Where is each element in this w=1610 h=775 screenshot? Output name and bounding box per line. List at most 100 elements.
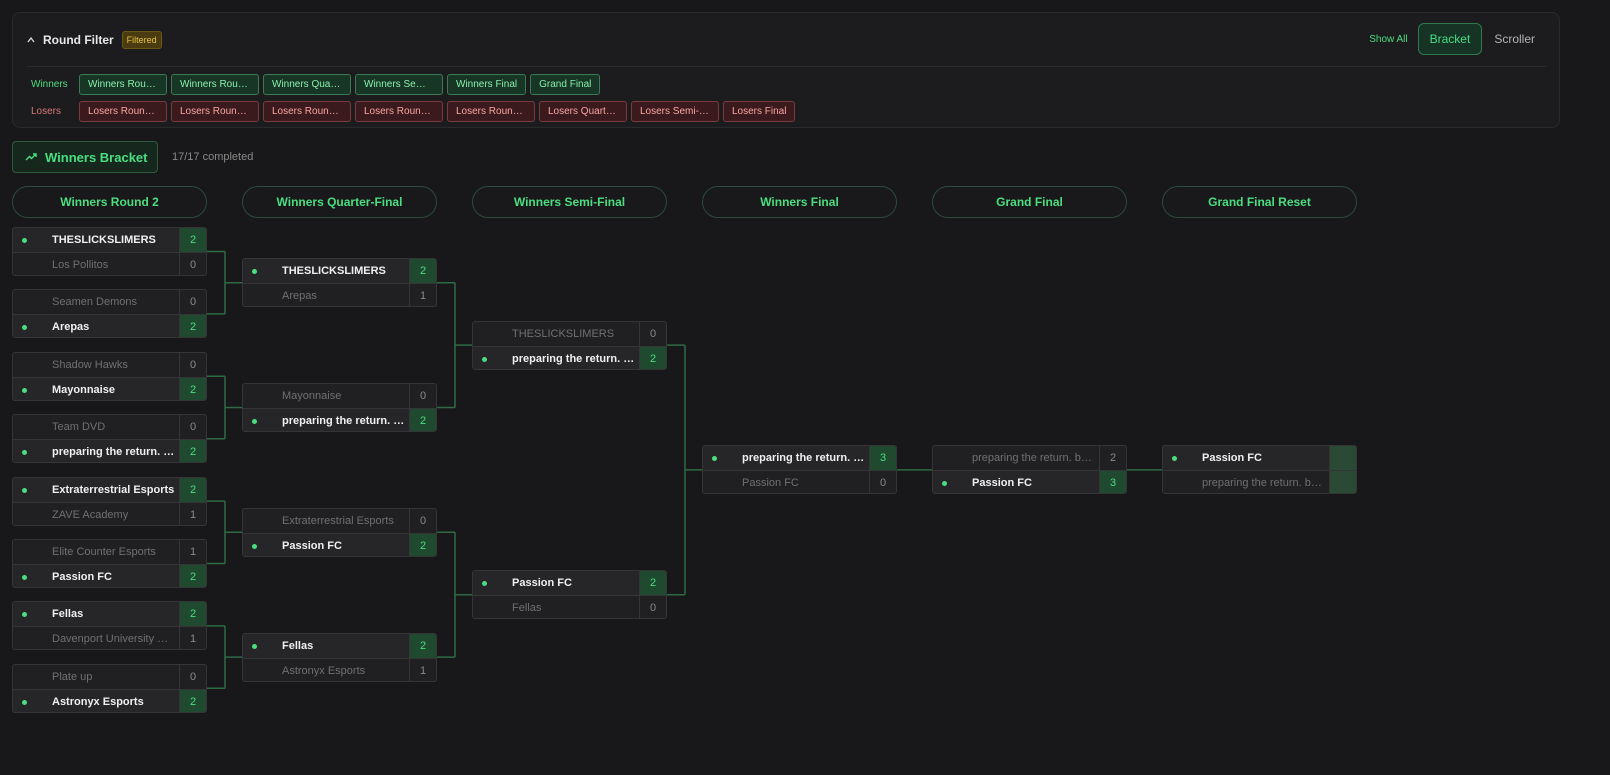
losers-round-chip[interactable]: Losers Round 5 bbox=[447, 101, 535, 122]
team-name: Passion FC bbox=[1202, 452, 1262, 465]
team-score: 1 bbox=[409, 284, 436, 307]
match-card[interactable]: preparing the return. be right back2Pass… bbox=[932, 445, 1127, 495]
winners-round-chip[interactable]: Grand Final bbox=[530, 74, 601, 95]
team-score: 3 bbox=[869, 446, 896, 471]
team-name: Los Pollitos bbox=[52, 259, 109, 271]
winner-dot-icon bbox=[22, 699, 27, 705]
winners-bracket-tab[interactable]: Winners Bracket bbox=[12, 141, 158, 173]
winners-row-label: Winners bbox=[31, 79, 68, 90]
team-name: Mayonnaise bbox=[52, 383, 115, 396]
trending-up-icon bbox=[25, 153, 37, 161]
losers-round-chip[interactable]: Losers Round 2 bbox=[171, 101, 259, 122]
team-score: 2 bbox=[639, 346, 666, 369]
team-slot[interactable]: preparing the return. be right back2 bbox=[473, 345, 666, 369]
winner-dot-icon bbox=[482, 356, 487, 362]
team-score: 2 bbox=[639, 571, 666, 596]
team-slot[interactable]: preparing the return. be right back2 bbox=[933, 446, 1126, 471]
winner-dot-icon bbox=[22, 325, 27, 331]
team-name: Team DVD bbox=[52, 421, 106, 434]
winners-round-chip[interactable]: Winners Round 3 bbox=[171, 74, 259, 95]
losers-round-chip[interactable]: Losers Round 4 bbox=[355, 101, 443, 122]
round-header: Winners Final bbox=[702, 186, 897, 218]
team-score: 0 bbox=[639, 321, 666, 346]
losers-round-chip[interactable]: Losers Final bbox=[723, 101, 796, 122]
round-filter-toggle[interactable]: Round Filter Filtered bbox=[27, 31, 162, 49]
losers-round-chip[interactable]: Losers Quarter-Final bbox=[539, 101, 627, 122]
bracket-view-button[interactable]: Bracket bbox=[1417, 23, 1483, 55]
losers-round-chip[interactable]: Losers Round 1 bbox=[79, 101, 167, 122]
team-slot[interactable]: Passion FC bbox=[1163, 446, 1356, 471]
match-card[interactable]: Passion FC preparing the return. be right… bbox=[1162, 445, 1357, 495]
team-score: 2 bbox=[409, 633, 436, 658]
team-slot[interactable]: preparing the return. be right back bbox=[1163, 470, 1356, 494]
team-slot[interactable]: preparing the return. be right back3 bbox=[703, 446, 896, 471]
winners-round-chip[interactable]: Winners Semi-Final bbox=[355, 74, 443, 95]
winners-round-chip[interactable]: Winners Round 2 bbox=[79, 74, 167, 95]
show-all-link[interactable]: Show All bbox=[1369, 33, 1408, 45]
team-score: 2 bbox=[179, 565, 206, 587]
winners-round-chip[interactable]: Winners Final bbox=[447, 74, 527, 95]
losers-round-chip[interactable]: Losers Semi-Final bbox=[631, 101, 719, 122]
winners-round-chip[interactable]: Winners Quarter-Final bbox=[263, 74, 351, 95]
match-card[interactable]: preparing the return. be right back3Pass… bbox=[702, 445, 897, 495]
winner-dot-icon bbox=[252, 419, 257, 424]
team-score: 2 bbox=[179, 689, 206, 712]
team-score: 2 bbox=[409, 409, 436, 431]
team-name: preparing the return. be right back bbox=[512, 352, 636, 365]
team-name: Shadow Hawks bbox=[52, 358, 128, 371]
scroller-view-button[interactable]: Scroller bbox=[1494, 32, 1535, 46]
team-slot[interactable]: preparing the return. be right back2 bbox=[243, 408, 436, 431]
winner-dot-icon bbox=[22, 612, 27, 618]
team-score: 2 bbox=[179, 602, 206, 627]
filtered-badge: Filtered bbox=[121, 31, 162, 49]
team-slot[interactable]: preparing the return. be right back2 bbox=[13, 439, 206, 463]
team-name: Elite Counter Esports bbox=[52, 546, 156, 558]
team-name: THESLICKSLIMERS bbox=[282, 265, 386, 278]
round-filter-panel: Round Filter Filtered Show All Bracket S… bbox=[12, 12, 1560, 128]
losers-round-chip[interactable]: Losers Round 3 bbox=[263, 101, 351, 122]
team-name: preparing the return. be right back bbox=[742, 452, 866, 465]
winners-bracket-title: Winners Bracket bbox=[45, 149, 148, 165]
